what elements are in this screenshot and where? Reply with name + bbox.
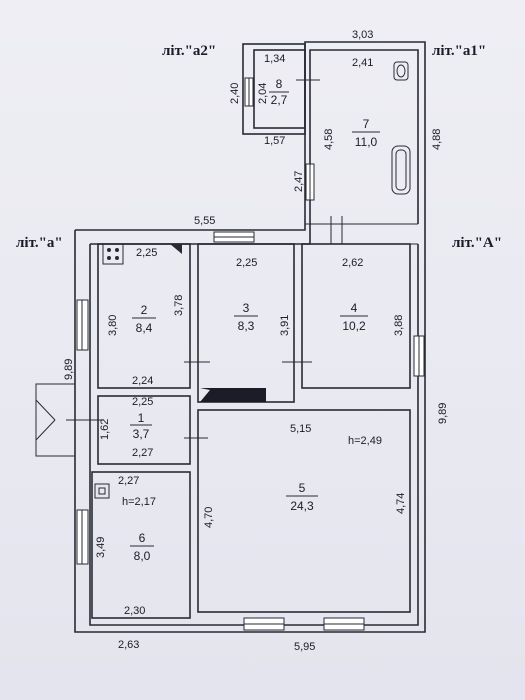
dim-room-2-top: 2,25 — [136, 247, 157, 259]
room-6-number: 6 — [139, 531, 146, 545]
lit-a-label: літ."а" — [16, 235, 63, 251]
room-6-area: 8,0 — [134, 549, 151, 563]
doors — [66, 79, 343, 439]
room-5-number: 5 — [299, 481, 306, 495]
dim-top-annex: 3,03 — [352, 29, 373, 41]
dimension-labels: 3,03 1,34 2,41 1,57 2,25 5,55 2,25 2,62 … — [63, 29, 449, 653]
room-5-area: 24,3 — [290, 499, 314, 513]
room-3-number: 3 — [243, 301, 250, 315]
dim-room-1-left: 1,62 — [99, 419, 111, 440]
dim-room-2-bottom: 2,24 — [132, 375, 153, 387]
dim-room-6-bottom: 2,30 — [124, 605, 145, 617]
room-1-number: 1 — [138, 411, 145, 425]
dim-top-555: 5,55 — [194, 215, 215, 227]
dim-room-5-right: 4,74 — [395, 493, 407, 514]
room-labels: 8 2,7 7 11,0 2 8,4 3 8,3 4 10,2 1 3,7 5 … — [122, 77, 382, 563]
boiler-icon — [94, 483, 110, 499]
dim-room-3-top: 2,25 — [236, 257, 257, 269]
room-5-height: h=2,49 — [348, 435, 382, 447]
room-8-area: 2,7 — [271, 93, 288, 107]
dim-room7-left: 4,58 — [323, 129, 335, 150]
room-4-number: 4 — [351, 301, 358, 315]
dim-bottom-right: 5,95 — [294, 641, 315, 653]
dim-left-989: 9,89 — [63, 359, 75, 380]
dim-room8-left: 2,04 — [257, 83, 269, 104]
dim-room-6-left: 3,49 — [95, 537, 107, 558]
dim-room-2-right: 3,78 — [173, 295, 185, 316]
fixtures — [35, 61, 411, 499]
dim-right-989: 9,89 — [437, 403, 449, 424]
literal-labels: літ."а2" літ."а1" літ."а" літ."А" — [16, 43, 502, 251]
room-2-area: 8,4 — [136, 321, 153, 335]
dim-room8-top: 1,34 — [264, 53, 285, 65]
dim-corridor-247: 2,47 — [293, 171, 305, 192]
room-7-area: 11,0 — [355, 135, 378, 149]
lit-a1-label: літ."а1" — [432, 43, 486, 59]
dim-room7-right: 4,88 — [431, 129, 443, 150]
dim-room-2-left: 3,80 — [107, 315, 119, 336]
stove-icon — [102, 243, 124, 265]
dim-room8-bottom: 1,57 — [264, 135, 285, 147]
dim-room-1-bottom: 2,27 — [132, 447, 153, 459]
dim-room-5-top: 5,15 — [290, 423, 311, 435]
bathtub-icon — [391, 145, 411, 195]
room-1-area: 3,7 — [133, 427, 150, 441]
toilet-icon — [393, 61, 409, 81]
dim-room-4-right: 3,88 — [393, 315, 405, 336]
room-6-height: h=2,17 — [122, 496, 156, 508]
dim-room-5-left: 4,70 — [203, 507, 215, 528]
dim-room7-top: 2,41 — [352, 57, 373, 69]
dim-room-1-top: 2,25 — [132, 396, 153, 408]
dim-bottom-left: 2,63 — [118, 639, 139, 651]
room-7-number: 7 — [363, 117, 370, 131]
exterior-walls — [74, 41, 426, 633]
room-3-area: 8,3 — [238, 319, 255, 333]
dim-room-3-right: 3,91 — [279, 315, 291, 336]
interior-walls — [91, 223, 418, 619]
room-8-number: 8 — [276, 77, 283, 91]
chimney-icon — [170, 244, 182, 254]
lit-a2-label: літ."а2" — [162, 43, 216, 59]
entrance-porch — [35, 383, 75, 457]
dim-room-6-top: 2,27 — [118, 475, 139, 487]
dim-room-4-top: 2,62 — [342, 257, 363, 269]
room-2-number: 2 — [141, 303, 148, 317]
lit-A-label: літ."А" — [452, 235, 502, 251]
room-4-area: 10,2 — [342, 319, 366, 333]
dim-annex-left: 2,40 — [229, 83, 241, 104]
stair-icon — [200, 388, 266, 402]
windows — [76, 77, 425, 631]
